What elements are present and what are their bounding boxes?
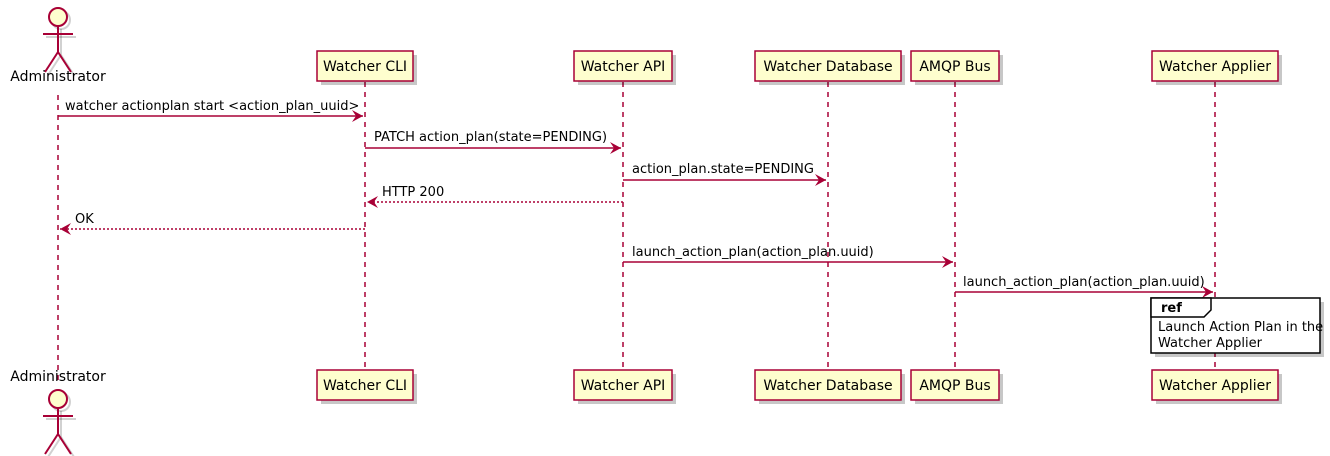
ref-body-line-1: Launch Action Plan in the [1158, 320, 1323, 335]
participant-box-watcher-database[interactable] [754, 50, 902, 82]
participant-box-watcher-api[interactable] [573, 50, 673, 82]
participant-box-watcher-applier[interactable] [1151, 369, 1279, 401]
message-arrowhead-4 [367, 196, 378, 208]
participant-label-watcher-applier: Watcher Applier [1159, 378, 1271, 394]
participant-label-watcher-api: Watcher API [581, 59, 666, 75]
message-label-5: OK [75, 212, 94, 227]
participant-label-watcher-applier: Watcher Applier [1159, 59, 1271, 75]
actor-administrator [43, 389, 76, 456]
message-4: HTTP 200 [367, 185, 623, 208]
participant-box-watcher-cli[interactable] [316, 369, 414, 401]
ref-tab-label: ref [1161, 301, 1182, 316]
actor-administrator [43, 7, 76, 76]
message-2: PATCH action_plan(state=PENDING) [365, 130, 621, 154]
participant-box-amqp-bus[interactable] [910, 50, 1000, 82]
actor-leg-right [57, 51, 72, 73]
message-arrowhead-2 [610, 142, 621, 154]
message-label-4: HTTP 200 [382, 185, 444, 200]
participant-box-watcher-applier[interactable] [1151, 50, 1279, 82]
message-7: launch_action_plan(action_plan.uuid) [955, 275, 1213, 298]
messages-layer: watcher actionplan start <action_plan_uu… [58, 99, 1213, 298]
message-label-2: PATCH action_plan(state=PENDING) [374, 130, 607, 145]
actor-label-administrator: Administrator [10, 369, 106, 385]
actor-head-icon [48, 7, 68, 27]
message-arrowhead-6 [942, 256, 953, 268]
actor-head-icon [48, 389, 68, 409]
participant-box-watcher-database[interactable] [754, 369, 902, 401]
lifelines-layer [57, 82, 1216, 385]
ref-tab [1150, 297, 1212, 318]
participant-box-watcher-cli[interactable] [316, 50, 414, 82]
message-arrowhead-5 [60, 223, 71, 235]
message-6: launch_action_plan(action_plan.uuid) [623, 245, 953, 268]
message-label-3: action_plan.state=PENDING [632, 162, 814, 177]
participant-label-watcher-database: Watcher Database [763, 59, 892, 75]
message-label-1: watcher actionplan start <action_plan_uu… [65, 99, 359, 114]
message-3: action_plan.state=PENDING [623, 162, 826, 186]
participant-label-watcher-cli: Watcher CLI [323, 378, 407, 394]
message-1: watcher actionplan start <action_plan_uu… [58, 99, 363, 122]
participant-label-amqp-bus: AMQP Bus [919, 378, 990, 394]
actor-leg-l-shadow [47, 436, 62, 456]
message-5: OK [60, 212, 365, 235]
participant-label-watcher-database: Watcher Database [763, 378, 892, 394]
participant-box-watcher-api[interactable] [573, 369, 673, 401]
participant-label-watcher-api: Watcher API [581, 378, 666, 394]
actor-leg-right [57, 433, 72, 455]
participant-box-amqp-bus[interactable] [910, 369, 1000, 401]
actor-leg-left [44, 51, 59, 73]
message-arrowhead-1 [352, 110, 363, 122]
message-arrowhead-3 [815, 174, 826, 186]
participant-label-watcher-cli: Watcher CLI [323, 59, 407, 75]
participant-label-amqp-bus: AMQP Bus [919, 59, 990, 75]
ref-body-line-2: Watcher Applier [1158, 336, 1263, 351]
message-label-6: launch_action_plan(action_plan.uuid) [632, 245, 874, 260]
actor-leg-left [44, 433, 59, 455]
message-arrowhead-7 [1202, 286, 1213, 298]
message-label-7: launch_action_plan(action_plan.uuid) [963, 275, 1205, 290]
actor-label-administrator: Administrator [10, 69, 106, 85]
actor-leg-l-shadow [47, 54, 62, 76]
